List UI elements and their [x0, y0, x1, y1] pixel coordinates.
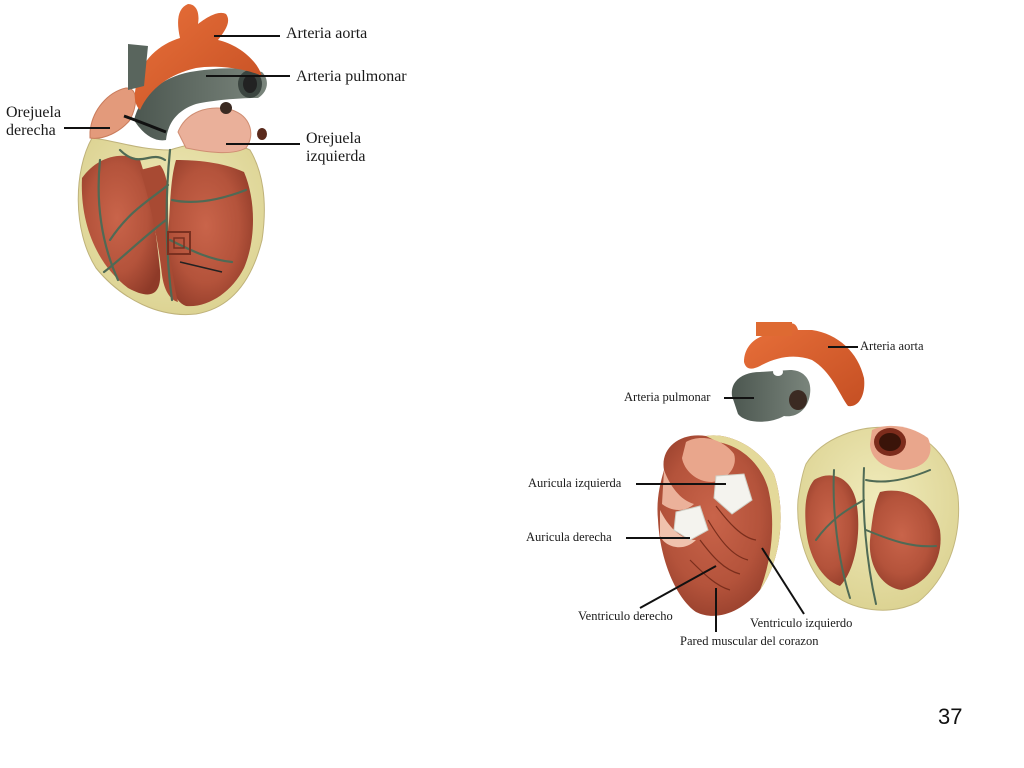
label-orejuela-izquierda: Orejuela izquierda: [306, 130, 366, 165]
label-pared-muscular: Pared muscular del corazon: [680, 634, 819, 648]
pulmonary-section: [731, 370, 811, 422]
aorta: [134, 4, 262, 110]
label-ventriculo-derecho: Ventriculo derecho: [578, 609, 673, 623]
label-ventriculo-izquierdo: Ventriculo izquierdo: [750, 616, 853, 630]
label-arteria-aorta-1: Arteria aorta: [286, 25, 368, 42]
label-auricula-derecha: Auricula derecha: [526, 530, 612, 544]
pulmonary-artery: [134, 68, 267, 141]
left-auricle: [177, 107, 252, 154]
label-auricula-izquierda: Auricula izquierda: [528, 476, 622, 490]
heart-half-open: [657, 435, 781, 616]
coronary-vessels: [97, 148, 248, 302]
label-arteria-pulmonar-2: Arteria pulmonar: [624, 390, 711, 404]
aorta-section: [744, 323, 865, 407]
page-number: 37: [938, 704, 963, 729]
leader-lines-fig2: [626, 346, 858, 632]
label-orejuela-derecha: Orejuela derecha: [6, 104, 62, 139]
valve-right: [673, 505, 709, 541]
heart-muscle-left: [167, 160, 253, 307]
label-arteria-pulmonar-1: Arteria pulmonar: [296, 68, 407, 85]
label-arteria-aorta-2: Arteria aorta: [860, 339, 924, 353]
leader-lines-fig1: [64, 35, 300, 145]
